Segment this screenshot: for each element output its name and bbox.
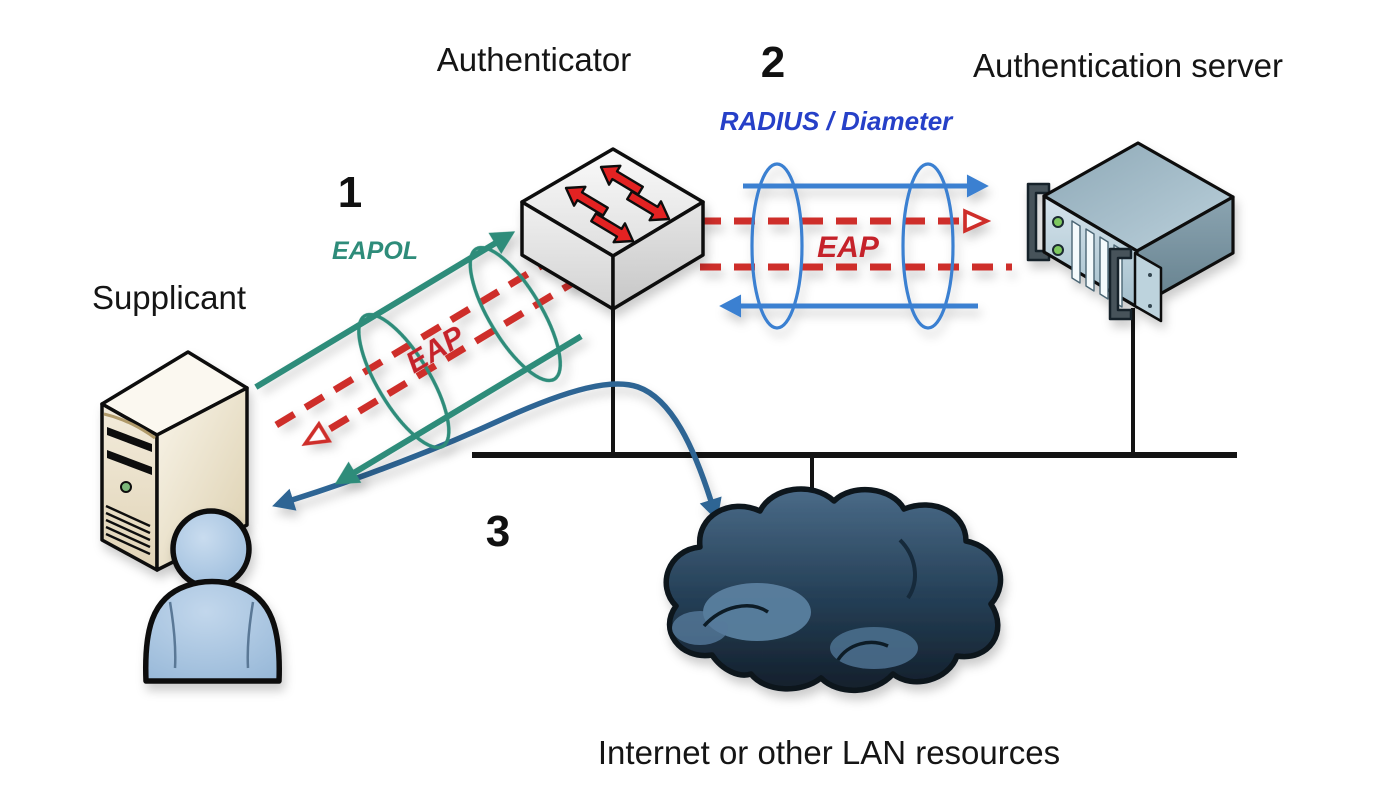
authenticator-label: Authenticator	[437, 41, 631, 78]
cloud-icon	[663, 486, 1004, 693]
tower-bay-2	[107, 450, 152, 475]
eapol-tunnel-ring-left	[357, 312, 451, 450]
server-led-1	[1052, 216, 1064, 228]
server-ear-left	[1026, 182, 1051, 262]
step-1-label: 1	[338, 168, 362, 217]
switch-arrows-icon	[564, 164, 671, 244]
cloud-outline	[663, 486, 1004, 693]
tower-bay-1	[107, 427, 152, 452]
radius-diameter-label: RADIUS / Diameter	[720, 106, 954, 136]
tower-trim-line	[103, 412, 156, 440]
supplicant-label: Supplicant	[92, 279, 246, 316]
server-front-plate	[1133, 251, 1163, 323]
authentication-server-label: Authentication server	[973, 47, 1283, 84]
tower-power-led	[120, 481, 132, 493]
person-body	[142, 578, 283, 684]
server-ear-middle	[1108, 247, 1133, 321]
eap-label-right: EAP	[817, 231, 880, 264]
eapol-arrow-to-supplicant	[334, 333, 583, 485]
network-switch-icon	[520, 147, 705, 311]
step-2-label: 2	[761, 38, 785, 87]
radius-tunnel-ring-right	[901, 162, 955, 330]
tower-vents	[105, 504, 151, 556]
server-led-2	[1052, 244, 1064, 256]
person-head	[170, 508, 252, 590]
rack-server-icon	[1026, 141, 1235, 323]
eapol-label: EAPOL	[332, 237, 418, 265]
step-3-label: 3	[486, 507, 510, 556]
person-icon	[142, 508, 283, 684]
eap-dashed-up	[267, 253, 559, 433]
step3-traffic-arrow	[272, 381, 722, 521]
radius-tunnel: EAP	[700, 162, 1012, 330]
eapol-tunnel-ring-right	[468, 245, 563, 383]
radius-tunnel-ring-left	[750, 162, 804, 330]
internet-lan-resources-label: Internet or other LAN resources	[598, 734, 1060, 771]
